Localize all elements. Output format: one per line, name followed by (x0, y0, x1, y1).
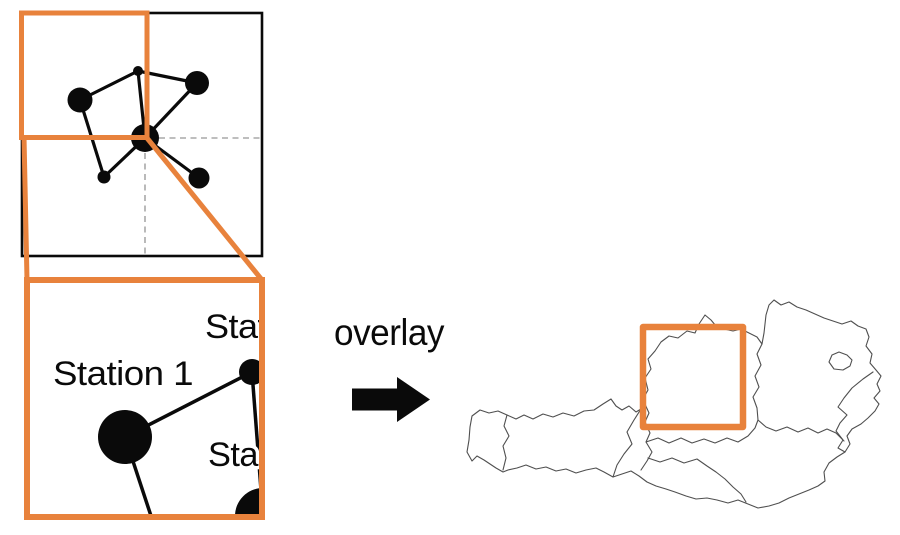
zoom-box-background (27, 280, 262, 517)
network-node (185, 71, 209, 95)
zoom-box-border (24, 277, 265, 520)
station-node (98, 410, 152, 464)
map-outline (466, 299, 882, 509)
network-nodes (67, 66, 210, 189)
zoom-detail-box: Station 1 Stat Sta (24, 277, 268, 520)
zoom-region-rect (19, 10, 150, 140)
network-node (67, 87, 93, 113)
zoom-box-content: Station 1 Stat Sta (50, 305, 268, 514)
map-state-border (647, 457, 747, 503)
map-zoom-target-rect (639, 323, 747, 431)
network-edge (250, 371, 259, 487)
network-node (97, 170, 111, 184)
map-vienna-outline (828, 351, 853, 371)
network-node (133, 66, 143, 76)
map-state-border (612, 408, 642, 478)
station-label-clipped: Sta (208, 436, 259, 474)
station-node (235, 488, 259, 514)
map-state-border (645, 419, 759, 444)
map-state-border (752, 343, 763, 421)
network-node (188, 167, 210, 189)
station-node (239, 359, 259, 385)
arrow-right-icon (352, 377, 430, 422)
station-label: Station 1 (53, 355, 193, 393)
austria-map (466, 299, 882, 509)
station-label-clipped: Stat (205, 308, 268, 346)
map-state-border (757, 419, 845, 442)
graph-overview-box (19, 10, 264, 282)
lens-line-diagonal (145, 136, 264, 282)
overlay-label: overlay (334, 312, 445, 353)
map-state-border (835, 371, 874, 453)
map-state-border (502, 414, 510, 471)
overlay-step: overlay (334, 312, 445, 422)
lens-line-left (21, 136, 30, 281)
map-state-border (640, 401, 653, 471)
